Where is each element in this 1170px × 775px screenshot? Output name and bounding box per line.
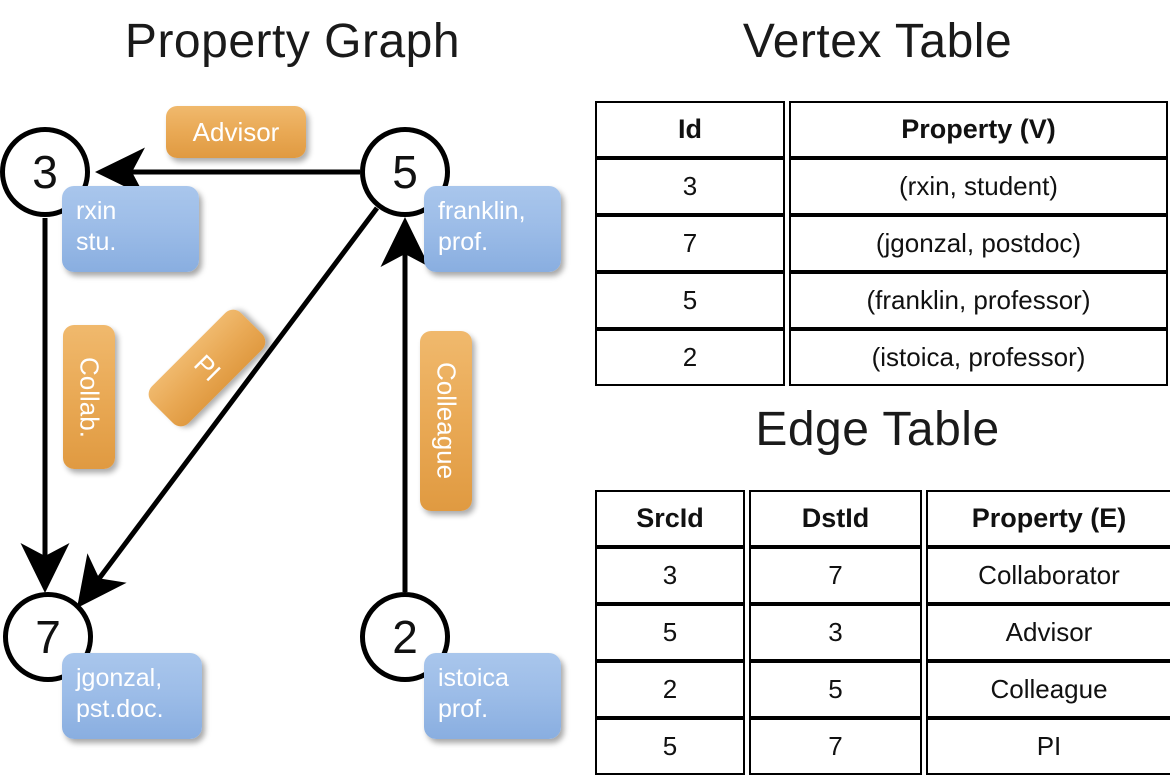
edge-cell-srcid: 5: [595, 718, 745, 775]
vertex-property-line-1: rxin: [76, 197, 117, 225]
table-row[interactable]: 2 (istoica, professor): [595, 329, 1168, 386]
edge-cell-dstid: 7: [749, 547, 922, 604]
table-row[interactable]: 5 (franklin, professor): [595, 272, 1168, 329]
edge-table: SrcId DstId Property (E) 3 7 Collaborato…: [591, 490, 1170, 775]
vertex-property-line-1: jgonzal,: [76, 664, 163, 692]
table-row[interactable]: 5 3 Advisor: [595, 604, 1170, 661]
graph-edges-svg: [20, 147, 430, 608]
table-row[interactable]: 3 (rxin, student): [595, 158, 1168, 215]
property-graph-title: Property Graph: [124, 15, 461, 68]
vertex-property-line-2: prof.: [438, 695, 489, 724]
graph-node-5[interactable]: 5: [360, 127, 450, 217]
edge-line-pi: [77, 206, 379, 608]
node-id-3: 3: [32, 146, 58, 198]
vertex-cell-property: (franklin, professor): [789, 272, 1168, 329]
vertex-header-id: Id: [595, 101, 785, 158]
edge-cell-dstid: 7: [749, 718, 922, 775]
edge-label-colleague: Colleague: [431, 362, 462, 480]
node-id-5: 5: [392, 146, 418, 198]
edge-cell-dstid: 5: [749, 661, 922, 718]
vertex-property-line-2: prof.: [438, 228, 489, 257]
edge-cell-property: Advisor: [926, 604, 1170, 661]
vertex-property-box-2[interactable]: istoica prof.: [424, 653, 561, 739]
vertex-cell-id: 3: [595, 158, 785, 215]
node-id-7: 7: [35, 611, 61, 663]
vertex-property-line-1: istoica: [438, 664, 509, 692]
edge-header-srcid: SrcId: [595, 490, 745, 547]
vertex-cell-property: (istoica, professor): [789, 329, 1168, 386]
edge-label-pi: PI: [188, 348, 227, 387]
edge-label-box-advisor[interactable]: Advisor: [166, 106, 306, 158]
edge-cell-property: Colleague: [926, 661, 1170, 718]
edge-cell-srcid: 2: [595, 661, 745, 718]
vertex-property-box-7[interactable]: jgonzal, pst.doc.: [62, 653, 202, 739]
edge-cell-srcid: 5: [595, 604, 745, 661]
edge-cell-property: PI: [926, 718, 1170, 775]
property-graph-panel: Property Graph 3 5 7 2 rxin stu. frankli…: [0, 0, 585, 760]
edge-label-advisor: Advisor: [192, 116, 280, 147]
vertex-header-property: Property (V): [789, 101, 1168, 158]
graph-node-2[interactable]: 2: [360, 592, 450, 682]
edge-header-property: Property (E): [926, 490, 1170, 547]
edge-table-title: Edge Table: [755, 403, 1000, 456]
edge-header-dstid: DstId: [749, 490, 922, 547]
vertex-property-line-2: stu.: [76, 228, 117, 257]
vertex-property-line-1: franklin,: [438, 197, 526, 225]
vertex-property-box-5[interactable]: franklin, prof.: [424, 186, 561, 272]
vertex-table: Id Property (V) 3 (rxin, student) 7 (jgo…: [591, 101, 1170, 386]
edge-label-box-collab[interactable]: Collab.: [63, 325, 115, 469]
vertex-cell-property: (rxin, student): [789, 158, 1168, 215]
edge-cell-srcid: 3: [595, 547, 745, 604]
table-header-row: SrcId DstId Property (E): [595, 490, 1170, 547]
table-row[interactable]: 3 7 Collaborator: [595, 547, 1170, 604]
table-row[interactable]: 7 (jgonzal, postdoc): [595, 215, 1168, 272]
vertex-cell-property: (jgonzal, postdoc): [789, 215, 1168, 272]
vertex-cell-id: 7: [595, 215, 785, 272]
vertex-cell-id: 2: [595, 329, 785, 386]
vertex-property-box-3[interactable]: rxin stu.: [62, 186, 199, 272]
edge-label-collab: Collab.: [74, 356, 105, 438]
vertex-cell-id: 5: [595, 272, 785, 329]
edge-cell-property: Collaborator: [926, 547, 1170, 604]
node-id-2: 2: [392, 611, 418, 663]
table-row[interactable]: 2 5 Colleague: [595, 661, 1170, 718]
edge-cell-dstid: 3: [749, 604, 922, 661]
edge-label-box-colleague[interactable]: Colleague: [420, 331, 472, 511]
table-header-row: Id Property (V): [595, 101, 1168, 158]
vertex-table-title: Vertex Table: [742, 15, 1013, 68]
table-row[interactable]: 5 7 PI: [595, 718, 1170, 775]
vertex-property-line-2: pst.doc.: [76, 695, 164, 724]
